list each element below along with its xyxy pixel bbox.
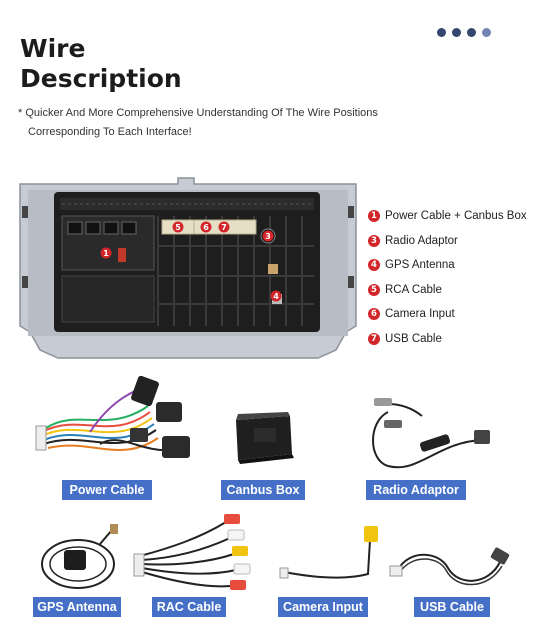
badge-5: 5 xyxy=(172,221,184,233)
description-note: * Quicker And More Comprehensive Underst… xyxy=(18,104,378,142)
radio-adaptor-label: Radio Adaptor xyxy=(366,480,466,500)
head-unit-illustration: 1 5 6 7 3 4 xyxy=(19,177,357,359)
legend-label: GPS Antenna xyxy=(385,259,455,272)
badge-3: 3 xyxy=(262,230,274,242)
legend-label: Power Cable + Canbus Box xyxy=(385,210,527,223)
page-indicator-dots xyxy=(437,28,491,37)
svg-text:5: 5 xyxy=(175,223,181,232)
legend-label: RCA Cable xyxy=(385,283,442,296)
camera-input-label: Camera Input xyxy=(278,597,368,617)
power-cable-image xyxy=(30,372,200,472)
svg-text:3: 3 xyxy=(265,232,271,241)
title-line-2: Description xyxy=(20,64,182,93)
legend-item: 6 Camera Input xyxy=(368,302,527,327)
badge-4: 4 xyxy=(270,290,282,302)
legend-item: 7 USB Cable xyxy=(368,327,527,352)
usb-cable-image xyxy=(388,540,514,600)
note-line-1: * Quicker And More Comprehensive Underst… xyxy=(18,107,378,119)
dot-icon xyxy=(437,28,446,37)
legend-number: 5 xyxy=(368,283,380,296)
badge-6: 6 xyxy=(200,221,212,233)
gps-antenna-label: GPS Antenna xyxy=(33,597,121,617)
legend-item: 4 GPS Antenna xyxy=(368,253,527,278)
badge-7: 7 xyxy=(218,221,230,233)
legend-item: 3 Radio Adaptor xyxy=(368,229,527,254)
svg-text:6: 6 xyxy=(203,223,209,232)
note-line-2: Corresponding To Each Interface! xyxy=(28,126,192,138)
page-title: Wire Description xyxy=(20,34,182,94)
legend-item: 1 Power Cable + Canbus Box xyxy=(368,204,527,229)
svg-text:1: 1 xyxy=(103,249,109,258)
legend-number: 4 xyxy=(368,259,380,272)
dot-icon xyxy=(482,28,491,37)
dot-icon xyxy=(467,28,476,37)
gps-antenna-image xyxy=(30,520,130,596)
dot-icon xyxy=(452,28,461,37)
legend-label: Camera Input xyxy=(385,308,455,321)
title-line-1: Wire xyxy=(20,34,86,63)
legend-number: 6 xyxy=(368,308,380,321)
rac-cable-label: RAC Cable xyxy=(152,597,226,617)
rca-cable-image xyxy=(130,508,260,594)
radio-adaptor-image xyxy=(358,382,498,478)
badge-1: 1 xyxy=(100,247,112,259)
legend-number: 1 xyxy=(368,210,380,223)
legend-item: 5 RCA Cable xyxy=(368,278,527,303)
svg-text:7: 7 xyxy=(221,223,227,232)
legend-label: Radio Adaptor xyxy=(385,234,458,247)
usb-cable-label: USB Cable xyxy=(414,597,490,617)
camera-input-image xyxy=(276,520,386,596)
svg-text:4: 4 xyxy=(273,292,279,301)
power-cable-label: Power Cable xyxy=(62,480,152,500)
legend-number: 7 xyxy=(368,332,380,345)
legend-label: USB Cable xyxy=(385,332,442,345)
head-unit-rear-image: 1 5 6 7 3 4 xyxy=(18,176,358,362)
wire-legend: 1 Power Cable + Canbus Box 3 Radio Adaptor… xyxy=(368,204,527,351)
canbus-box-image xyxy=(228,410,298,466)
canbus-box-label: Canbus Box xyxy=(221,480,305,500)
legend-number: 3 xyxy=(368,234,380,247)
